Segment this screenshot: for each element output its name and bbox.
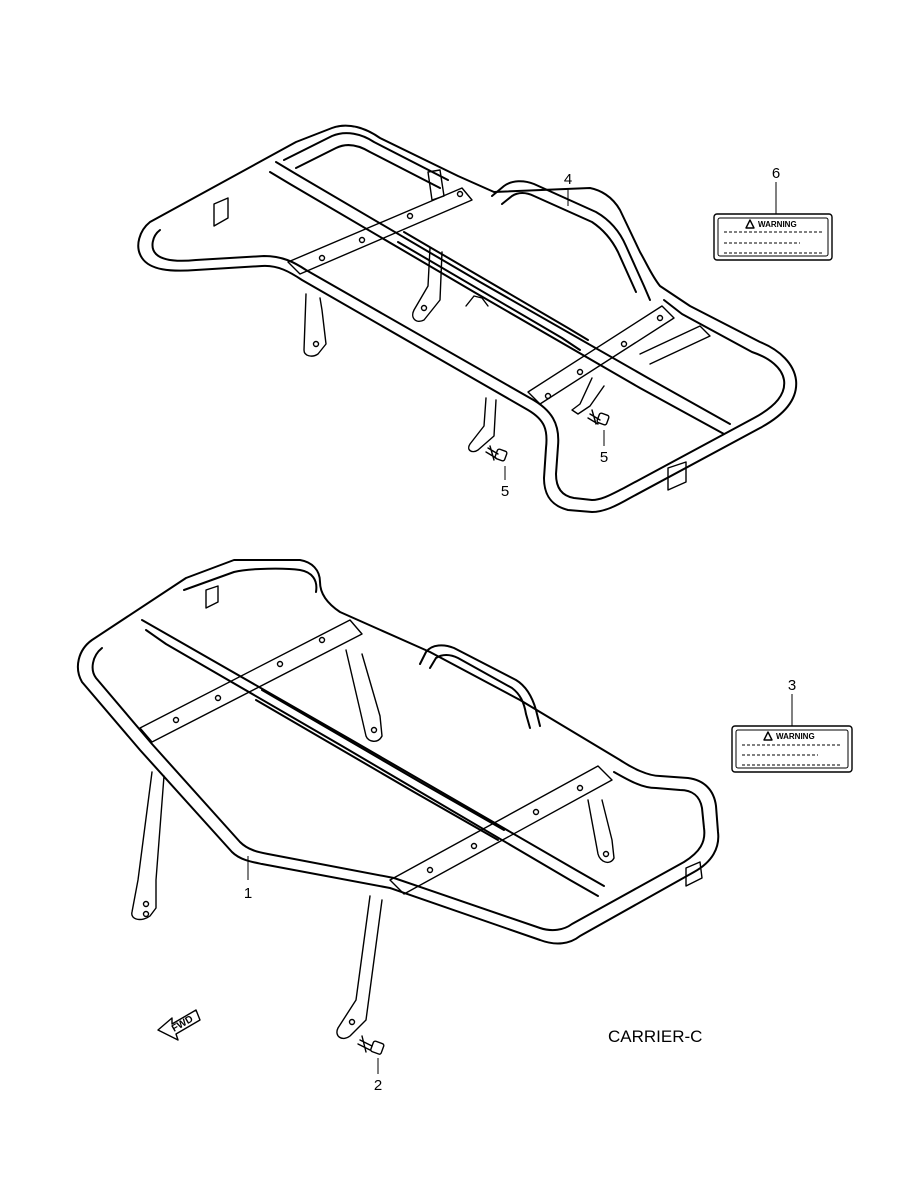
rear-carrier-left-rail: [275, 161, 731, 425]
callout-4: 4: [564, 171, 572, 188]
front-carrier-bracket-back: [205, 585, 219, 609]
rear-carrier-outer-frame: [137, 124, 798, 513]
rear-carrier-back-rail-inner: [295, 144, 441, 189]
front-carrier-plate-holes: [172, 636, 584, 874]
bolt-2: [357, 1035, 385, 1074]
front-carrier-inner-frame: [91, 647, 706, 932]
front-carrier-stay-center: [345, 649, 383, 742]
rear-carrier-plate-holes: [318, 190, 664, 400]
diagram-title: CARRIER-C: [608, 1027, 702, 1046]
rear-carrier-assembly: [137, 124, 798, 513]
rear-carrier-cross-plate-2: [527, 305, 675, 405]
front-carrier-cross-plate-1: [139, 619, 363, 743]
front-carrier-handle-inner: [429, 654, 531, 729]
callout-5-left: 5: [501, 483, 509, 500]
rear-carrier-diagonal-brace: [639, 325, 711, 365]
front-carrier-handle: [419, 644, 541, 727]
rear-carrier-center-rail-b: [397, 241, 581, 351]
front-carrier-stay-front: [336, 895, 383, 1040]
rear-carrier-handle: [491, 180, 651, 301]
front-carrier-cross-rail-1b: [145, 629, 599, 897]
rear-carrier-bracket-center: [465, 295, 489, 307]
front-carrier-center-rail-b: [255, 699, 499, 841]
front-carrier-cross-rail-1: [141, 619, 605, 887]
warning-label-6: WARNING: [713, 213, 833, 261]
bolt-5-right: [587, 409, 610, 446]
callout-1: 1: [244, 885, 252, 902]
callout-3: 3: [788, 677, 796, 694]
front-carrier-bracket-corner: [685, 861, 703, 887]
front-carrier-cross-plate-2: [389, 765, 613, 895]
front-carrier-back-rail: [183, 567, 318, 593]
rear-carrier-left-rail-b: [269, 171, 725, 435]
warning-label-3-heading: WARNING: [776, 732, 815, 741]
rear-carrier-bracket-back: [427, 169, 445, 201]
bolt-5-left: [485, 445, 508, 480]
rear-carrier-inner-frame: [151, 229, 786, 501]
rear-carrier-bracket-rear: [571, 377, 605, 415]
front-carrier-stay-left: [131, 771, 165, 921]
callout-5-right: 5: [600, 449, 608, 466]
rear-carrier-bracket-corner-right: [667, 461, 687, 491]
rear-carrier-back-rail: [283, 132, 449, 181]
fwd-arrow-icon: FWD: [157, 1009, 201, 1041]
rear-carrier-handle-inner: [501, 192, 637, 293]
rear-carrier-bracket-corner-left: [213, 197, 229, 227]
fwd-label: FWD: [170, 1014, 195, 1035]
warning-label-3: WARNING: [731, 725, 853, 773]
warning-label-6-heading: WARNING: [758, 220, 797, 229]
front-carrier-assembly: [76, 559, 720, 1040]
rear-carrier-bracket-front-left: [303, 293, 327, 357]
callout-2: 2: [374, 1077, 382, 1094]
rear-carrier-bracket-center-left: [412, 247, 443, 322]
rear-carrier-cross-plate-1: [287, 187, 473, 275]
callout-6: 6: [772, 165, 780, 182]
rear-carrier-bracket-front-right: [468, 397, 497, 453]
front-carrier-center-rail: [261, 689, 505, 831]
rear-carrier-center-rail: [403, 231, 589, 341]
front-carrier-stay-right: [587, 799, 615, 864]
front-carrier-outer-frame: [76, 559, 720, 945]
